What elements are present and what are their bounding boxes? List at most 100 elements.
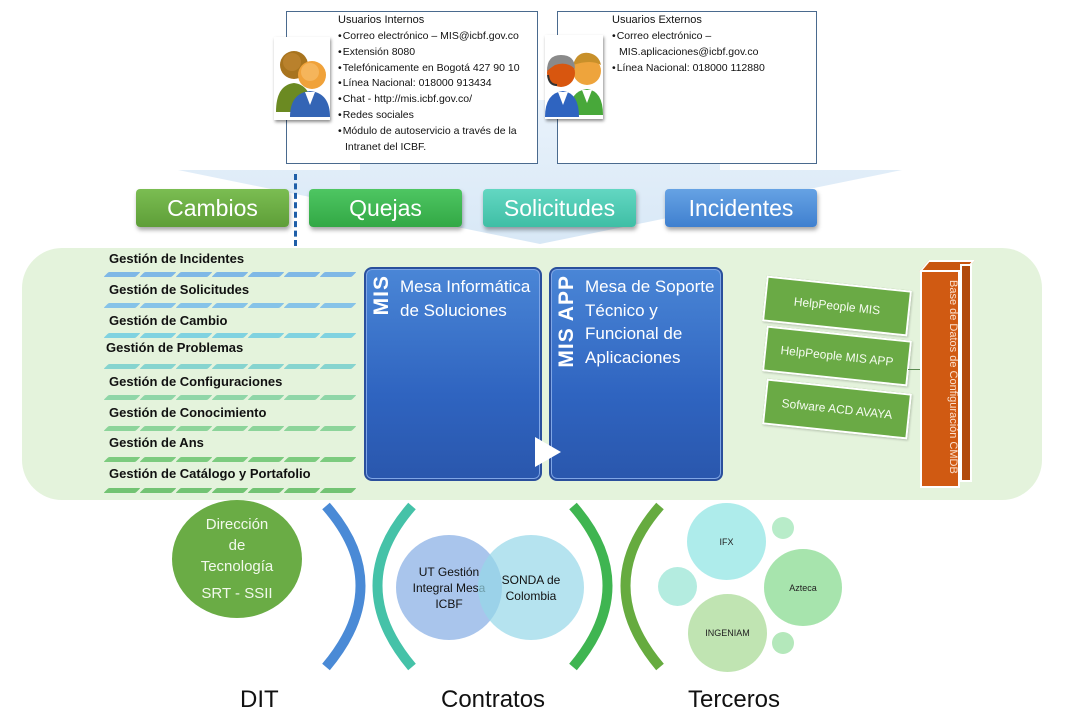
third-party-ingeniam: INGENIAM [688, 594, 767, 672]
dit-circle: Dirección de Tecnología SRT - SSII [172, 500, 302, 618]
user-group-icon [274, 37, 330, 120]
decorative-bubble [772, 517, 794, 539]
internal-users-box: Usuarios Internos Correo electrónico – M… [286, 11, 538, 164]
stripe-segment [139, 426, 177, 431]
stripe-segment [283, 364, 321, 369]
process-ans: Gestión de Ans [109, 435, 204, 450]
desk-name: Mesa de Soporte Técnico y Funcional de A… [585, 277, 715, 367]
divider-line [294, 174, 297, 246]
bracket-right-green [569, 502, 613, 671]
terceros-title: Terceros [688, 686, 781, 713]
stripe-segment [211, 426, 249, 431]
list-item: Chat - http://mis.icbf.gov.co/ [338, 92, 538, 108]
stripe-segment [247, 303, 285, 308]
category-label: Quejas [349, 194, 422, 221]
connector-line [908, 369, 922, 370]
category-incidentes[interactable]: Incidentes [665, 189, 817, 227]
contract-circle-sonda: SONDA de Colombia [478, 535, 584, 640]
stripe-segment [139, 303, 177, 308]
desk-mis-app: MIS APP Mesa de Soporte Técnico y Funcio… [549, 267, 723, 481]
stripe-segment [211, 395, 249, 400]
dit-title: DIT [240, 686, 279, 713]
stripe-segment [211, 272, 249, 277]
stripe-segment [103, 272, 141, 277]
desk-mis: MIS Mesa Informática de Soluciones [364, 267, 542, 481]
third-party-ifx: IFX [687, 503, 766, 580]
internal-users-list: Correo electrónico – MIS@icbf.gov.co Ext… [338, 29, 538, 155]
stripe-segment [175, 488, 213, 493]
category-quejas[interactable]: Quejas [309, 189, 462, 227]
stripe-segment [139, 395, 177, 400]
process-problemas: Gestión de Problemas [106, 340, 244, 355]
stripe-segment [247, 426, 285, 431]
process-catalogo-portafolio: Gestión de Catálogo y Portafolio [109, 466, 311, 481]
stripe-segment [103, 457, 141, 462]
stripe-segment [283, 395, 321, 400]
internal-users-title: Usuarios Internos [338, 14, 425, 26]
list-item: Redes sociales [338, 108, 538, 124]
list-item: Línea Nacional: 018000 913434 [338, 76, 538, 92]
stripe-divider [103, 333, 357, 338]
stripe-divider [103, 303, 357, 308]
tool-label: Sofware ACD AVAYA [780, 396, 894, 422]
decorative-bubble [658, 567, 697, 606]
stripe-segment [319, 333, 357, 338]
external-users-list: Correo electrónico – MIS.aplicaciones@ic… [612, 29, 812, 76]
cmdb-database: Base de Datos de Configuración CMDB [918, 260, 976, 488]
decorative-bubble [772, 632, 794, 654]
stripe-segment [139, 457, 177, 462]
category-solicitudes[interactable]: Solicitudes [483, 189, 636, 227]
stripe-segment [211, 488, 249, 493]
process-incidentes: Gestión de Incidentes [109, 251, 245, 266]
stripe-segment [103, 488, 141, 493]
stripe-segment [247, 457, 285, 462]
process-solicitudes: Gestión de Solicitudes [109, 282, 250, 297]
stripe-segment [175, 395, 213, 400]
stripe-segment [319, 272, 357, 277]
cmdb-label: Base de Datos de Configuración CMDB [947, 280, 959, 474]
stripe-segment [139, 488, 177, 493]
stripe-segment [319, 395, 357, 400]
stripe-segment [175, 303, 213, 308]
stripe-segment [139, 364, 177, 369]
stripe-segment [175, 457, 213, 462]
category-cambios[interactable]: Cambios [136, 189, 289, 227]
list-item: Correo electrónico – MIS@icbf.gov.co [338, 29, 538, 45]
category-label: Cambios [167, 194, 258, 221]
dit-line: Dirección [205, 516, 269, 533]
stripe-segment [103, 395, 141, 400]
stripe-segment [175, 426, 213, 431]
stripe-segment [103, 333, 141, 338]
third-party-azteca: Azteca [764, 549, 842, 626]
bracket-left-olive [620, 502, 664, 671]
stripe-segment [247, 333, 285, 338]
stripe-divider [103, 395, 357, 400]
stripe-divider [103, 488, 357, 493]
stripe-segment [103, 426, 141, 431]
stripe-segment [247, 395, 285, 400]
stripe-divider [103, 364, 357, 369]
stripe-segment [211, 457, 249, 462]
bracket-arcs [322, 502, 664, 671]
bracket-right-blue [322, 502, 366, 671]
stripe-segment [175, 364, 213, 369]
dit-line: de [228, 537, 246, 554]
stripe-segment [175, 333, 213, 338]
external-users-title: Usuarios Externos [612, 14, 702, 26]
desk-acronym: MIS [370, 275, 393, 316]
stripe-segment [283, 333, 321, 338]
stripe-segment [283, 272, 321, 277]
stripe-segment [247, 364, 285, 369]
category-label: Incidentes [688, 194, 794, 221]
stripe-segment [103, 303, 141, 308]
arrow-right-icon [535, 437, 561, 467]
stripe-segment [247, 272, 285, 277]
stripe-divider [103, 426, 357, 431]
list-item: Línea Nacional: 018000 112880 [612, 61, 812, 77]
stripe-segment [319, 426, 357, 431]
category-label: Solicitudes [503, 194, 616, 221]
desk-name: Mesa Informática de Soluciones [400, 277, 531, 320]
stripe-segment [139, 333, 177, 338]
process-configuraciones: Gestión de Configuraciones [109, 374, 283, 389]
stripe-segment [211, 364, 249, 369]
